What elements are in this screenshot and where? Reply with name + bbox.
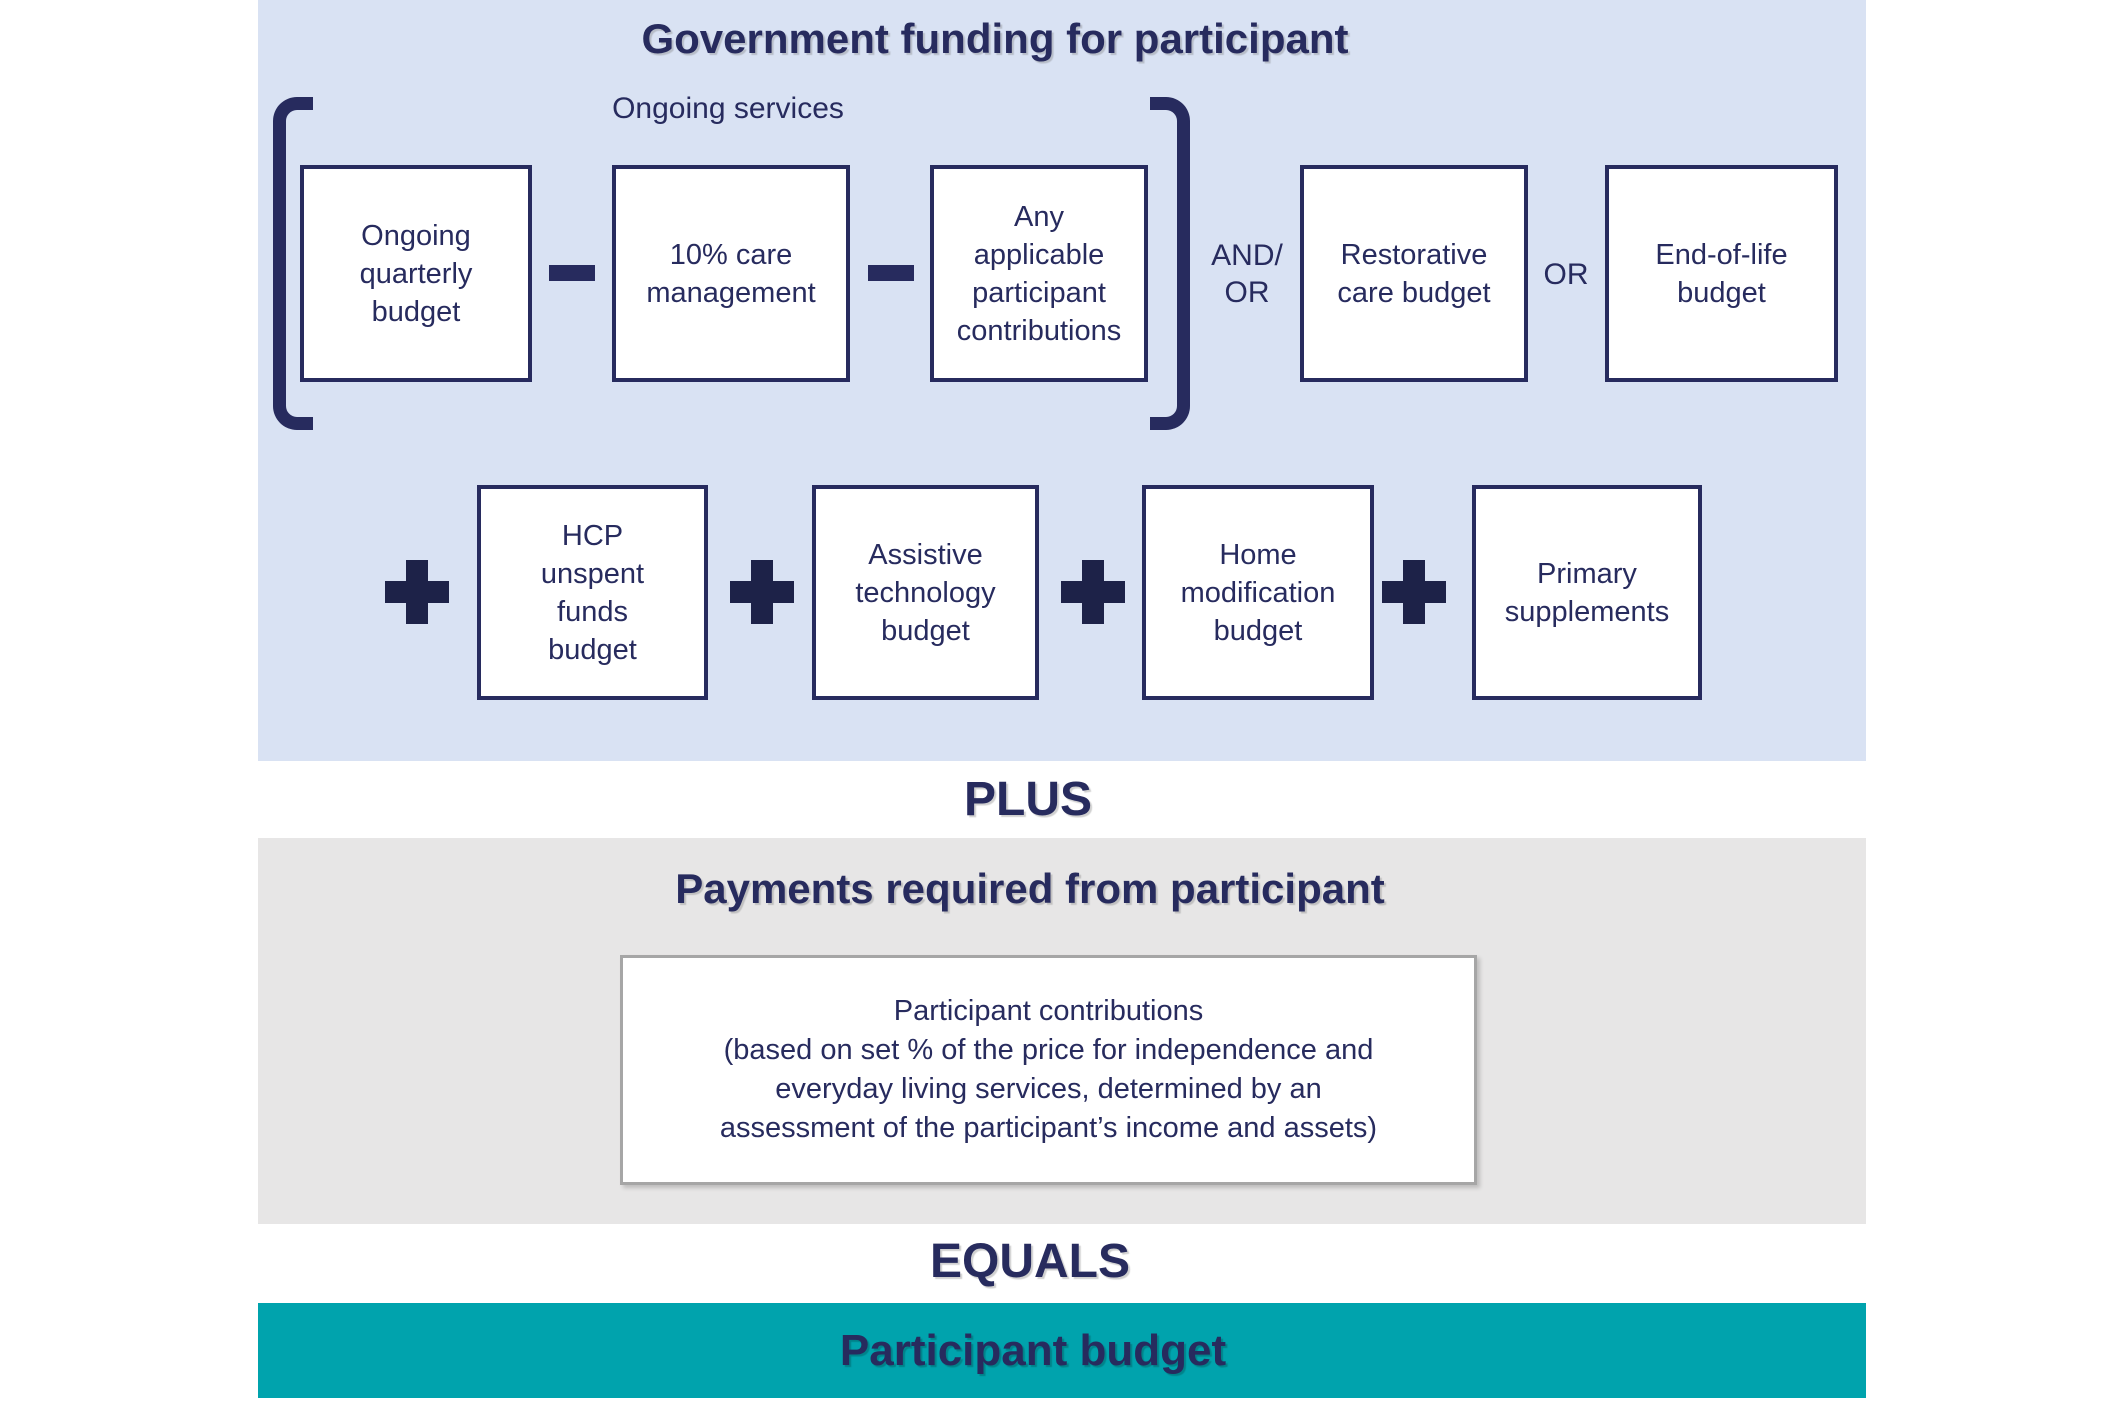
box-label: HCP unspent funds budget <box>540 519 645 666</box>
box-participant-contributions: Any applicable participant contributions <box>930 165 1148 382</box>
box-label: 10% care management <box>646 238 816 309</box>
box-label: Assistive technology budget <box>855 538 996 647</box>
box-assistive-technology-budget: Assistive technology budget <box>812 485 1039 700</box>
and-or-line2: OR <box>1224 276 1270 309</box>
box-hcp-unspent-funds-budget: HCP unspent funds budget <box>477 485 708 700</box>
box-label: Primary supplements <box>1504 557 1670 628</box>
box-label: Home modification budget <box>1180 538 1336 647</box>
minus-icon <box>549 265 595 281</box>
plus-icon <box>1061 560 1125 624</box>
participant-contributions-box: Participant contributions (based on set … <box>620 955 1477 1185</box>
plus-icon <box>730 560 794 624</box>
plus-icon <box>1382 560 1446 624</box>
box-primary-supplements: Primary supplements <box>1472 485 1702 700</box>
box-label: Ongoing quarterly budget <box>359 219 473 328</box>
and-or-line1: AND/ <box>1211 239 1283 272</box>
plus-connector-label: PLUS <box>963 773 1092 826</box>
box-end-of-life-budget: End-of-life budget <box>1605 165 1838 382</box>
plus-icon <box>385 560 449 624</box>
participant-budget-bar: Participant budget <box>258 1303 1866 1398</box>
payments-required-title: Payments required from participant <box>675 865 1385 912</box>
contribution-line: Participant contributions <box>893 995 1204 1027</box>
box-label: Restorative care budget <box>1337 238 1491 309</box>
participant-budget-label: Participant budget <box>839 1325 1227 1375</box>
or-label: OR <box>1543 258 1589 291</box>
contribution-line: everyday living services, determined by … <box>775 1073 1322 1105</box>
left-bracket-icon <box>273 97 313 430</box>
ongoing-services-label: Ongoing services <box>612 92 844 125</box>
contribution-line: assessment of the participant’s income a… <box>719 1112 1378 1144</box>
box-home-modification-budget: Home modification budget <box>1142 485 1374 700</box>
contribution-line: (based on set % of the price for indepen… <box>723 1034 1374 1066</box>
and-or-label: AND/ OR <box>1177 237 1317 311</box>
box-label: Any applicable participant contributions <box>956 200 1122 347</box>
government-funding-section: Government funding for participant Ongoi… <box>258 0 1866 761</box>
box-care-management: 10% care management <box>612 165 850 382</box>
minus-icon <box>868 265 914 281</box>
government-funding-title: Government funding for participant <box>641 15 1349 62</box>
equals-connector-label: EQUALS <box>929 1235 1130 1288</box>
box-ongoing-quarterly-budget: Ongoing quarterly budget <box>300 165 532 382</box>
box-label: End-of-life budget <box>1655 238 1788 309</box>
payments-required-section: Payments required from participant Parti… <box>258 838 1866 1224</box>
box-restorative-care-budget: Restorative care budget <box>1300 165 1528 382</box>
